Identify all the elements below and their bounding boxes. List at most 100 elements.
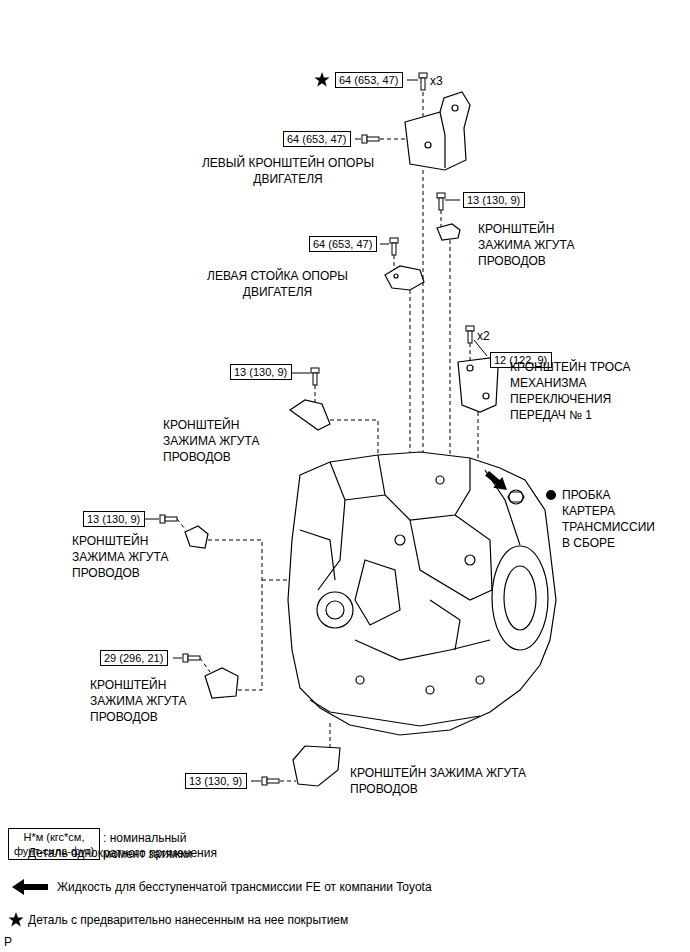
bolt (183, 654, 188, 662)
torque-box: 13 (130, 9) (83, 511, 145, 527)
torque-value: 64 (653, 47) (313, 237, 373, 251)
legend-text: Жидкость для бесступенчатой трансмиссии … (57, 879, 432, 895)
brackets (205, 668, 238, 698)
part-label-box: КРОНШТЕЙН ЗАЖИМА ЖГУТА ПРОВОДОВ (72, 533, 182, 581)
part-label-box: x2 (477, 328, 507, 344)
transmission (326, 601, 344, 619)
dashed-line (423, 170, 424, 452)
symbol (483, 468, 512, 495)
bolt (188, 656, 200, 660)
leader-line (144, 519, 159, 520)
torque-value: 13 (130, 9) (467, 193, 521, 207)
transmission (455, 515, 492, 590)
brackets (437, 224, 460, 240)
torque-value: 64 (653, 47) (287, 132, 347, 146)
bolt (468, 331, 472, 343)
part-label: КРОНШТЕЙН ЗАЖИМА ЖГУТА ПРОВОДОВ (478, 221, 588, 269)
dashed-line (208, 540, 262, 690)
brackets (394, 274, 398, 278)
transmission (378, 455, 470, 520)
part-label-box: ПРОБКА КАРТЕРА ТРАНСМИССИИ В СБОРЕ (562, 487, 662, 551)
bolt (160, 73, 474, 785)
part-label-box: ЛЕВЫЙ КРОНШТЕЙН ОПОРЫ ДВИГАТЕЛЯ (188, 155, 388, 187)
transmission (318, 462, 345, 590)
leader-line (380, 244, 389, 245)
brackets (440, 112, 445, 168)
leader-line (291, 373, 310, 374)
symbol (546, 490, 556, 500)
bolt (313, 373, 317, 385)
dashed-line (423, 92, 424, 116)
quantity-mark: P (4, 934, 24, 950)
legend-text: Деталь с предварительно нанесенным на не… (28, 912, 348, 928)
part-label: КРОНШТЕЙН ЗАЖИМА ЖГУТА ПРОВОДОВ (163, 417, 273, 465)
transmission (395, 535, 405, 545)
dashed-line (177, 519, 186, 530)
leader-line (251, 781, 261, 782)
part-label-box: КРОНШТЕЙН ЗАЖИМА ЖГУТА ПРОВОДОВ (478, 221, 588, 269)
brackets (509, 490, 523, 504)
transmission (492, 546, 548, 650)
transmission (317, 592, 353, 628)
part-label: КРОНШТЕЙН ТРОСА МЕХАНИЗМА ПЕРЕКЛЮЧЕНИЯ П… (510, 359, 660, 423)
dashed-line (380, 139, 405, 140)
dashed-line (394, 255, 395, 270)
transmission (355, 560, 400, 625)
transmission (300, 530, 335, 580)
torque-box: 64 (653, 47) (283, 131, 351, 147)
brackets (385, 266, 424, 290)
bolt (392, 243, 396, 255)
torque-box: 64 (653, 47) (335, 72, 403, 88)
part-label: ПРОБКА КАРТЕРА ТРАНСМИССИИ В СБОРЕ (562, 487, 662, 551)
part-label: КРОНШТЕЙН ЗАЖИМА ЖГУТА ПРОВОДОВ (350, 765, 565, 797)
torque-value: 13 (130, 9) (189, 774, 243, 788)
bolt (367, 137, 379, 141)
brackets (293, 746, 340, 786)
brackets (290, 400, 330, 430)
transmission (476, 676, 484, 684)
torque-box: 64 (653, 47) (309, 236, 377, 252)
transmission (345, 495, 385, 500)
leader-line (407, 80, 418, 81)
leader-line (445, 200, 460, 201)
transmission (465, 555, 475, 565)
transmission (310, 700, 480, 726)
dashed-line (441, 210, 442, 227)
dashed-line (330, 420, 378, 455)
legend-row: Деталь с предварительно нанесенным на не… (28, 912, 348, 928)
brackets (425, 142, 431, 148)
transmission (356, 676, 364, 684)
dashed-line (280, 781, 296, 782)
torque-box: 29 (296, 21) (100, 650, 168, 666)
transmission (288, 452, 556, 735)
torque-value: 13 (130, 9) (87, 512, 141, 526)
symbol (483, 468, 512, 495)
brackets (508, 492, 524, 502)
bolt (439, 198, 443, 210)
part-label-box: ЛЕВАЯ СТОЙКА ОПОРЫ ДВИГАТЕЛЯ (190, 268, 365, 300)
part-label: ЛЕВЫЙ КРОНШТЕЙН ОПОРЫ ДВИГАТЕЛЯ (188, 155, 388, 187)
torque-box: 13 (130, 9) (463, 192, 525, 208)
part-label-box: КРОНШТЕЙН ЗАЖИМА ЖГУТА ПРОВОДОВ (163, 417, 273, 465)
transmission (504, 566, 536, 630)
legend-text: Деталь однократного применения (28, 845, 217, 861)
quantity-mark: x2 (477, 328, 507, 344)
dashed-line (470, 343, 471, 360)
brackets (452, 105, 458, 111)
legend-row: Деталь однократного применения (28, 845, 217, 861)
transmission (288, 452, 556, 735)
leader-line (144, 80, 487, 781)
brackets (185, 526, 208, 548)
dashed-line (262, 580, 290, 581)
part-label: КРОНШТЕЙН ЗАЖИМА ЖГУТА ПРОВОДОВ (72, 533, 182, 581)
transmission (430, 600, 460, 650)
dashed-line (315, 385, 316, 402)
bolt (437, 193, 445, 198)
bolt (262, 777, 267, 785)
bolt (421, 78, 425, 90)
leader-line (173, 658, 182, 659)
part-label-box: P (4, 934, 24, 950)
torque-box: 13 (130, 9) (185, 773, 247, 789)
brackets (467, 365, 473, 371)
